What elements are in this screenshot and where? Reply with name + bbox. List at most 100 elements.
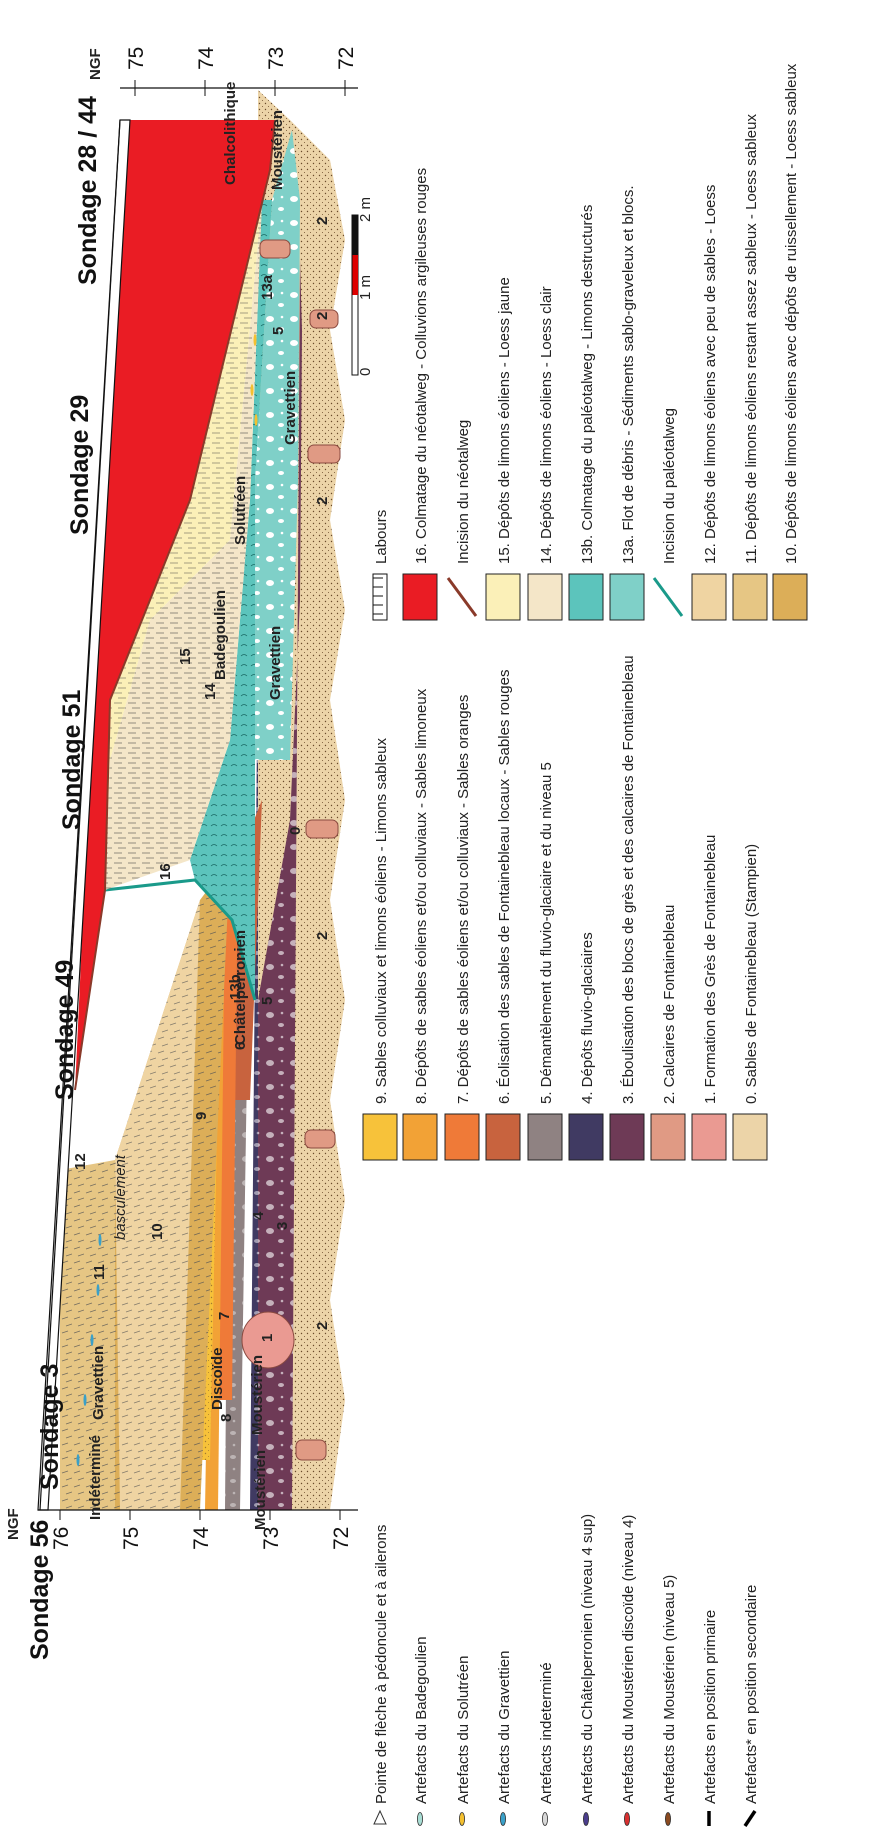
legend-label: Artefacts du Badegoulien [413, 1636, 430, 1804]
legend-swatch [732, 573, 768, 621]
legend-swatch [772, 573, 808, 621]
legend-symbol-entry: Artefacts du Badegoulien [413, 1636, 430, 1826]
legend-label: Incision du néotalweg [455, 420, 472, 564]
legend-swatch [609, 1113, 645, 1161]
unit-number-9: 9 [193, 1112, 210, 1120]
legend-unit-entry: Incision du paléotalweg [652, 408, 684, 617]
unit-number-2c: 2 [314, 497, 331, 505]
legend-swatch [444, 1113, 480, 1161]
legend-swatch [527, 1113, 563, 1161]
unit-7 [218, 860, 238, 1400]
legend-label: Artefacts indeterminé [538, 1662, 555, 1804]
legend-unit-entry: 7. Dépôts de sables éoliens et/ou colluv… [444, 695, 480, 1161]
unit-number-2e: 2 [314, 217, 331, 225]
legend-unit-entry: 5. Démantèlement du fluvio-glaciaire et … [527, 762, 563, 1161]
artefacts-gravettien [76, 1234, 102, 1466]
legend-symbol-entry: Artefacts du Moustérien (niveau 5) [661, 1575, 678, 1826]
sounding-label: Sondage 51 [58, 690, 86, 830]
legend-label: Incision du paléotalweg [661, 408, 678, 564]
legend-swatch [568, 573, 604, 621]
unit-number-2d: 2 [314, 312, 331, 320]
right-tick-label: 72 [335, 47, 358, 70]
legend-swatch [402, 573, 438, 621]
legend-label: 10. Dépôts de limons éoliens avec dépôts… [783, 63, 800, 564]
legend-label: 6. Éolisation des sables de Fontaineblea… [496, 670, 513, 1104]
legend-unit-entry: 9. Sables colluviaux et limons éoliens -… [362, 737, 398, 1161]
legend-unit-entry: 15. Dépôts de limons éoliens - Loess jau… [485, 277, 521, 621]
legend-swatch [402, 1113, 438, 1161]
legend-symbol-entry: Pointe de flèche à pédoncule et à ailero… [373, 1525, 390, 1825]
right-tick-label: 74 [195, 46, 218, 70]
arrowhead-icon [373, 1809, 387, 1825]
right-tick-label: 73 [265, 47, 288, 70]
legend-unit-entry: 4. Dépôts fluvio-glaciaires [568, 932, 604, 1161]
legend-label: 4. Dépôts fluvio-glaciaires [579, 932, 596, 1104]
legend-unit-entry: 8. Dépôts de sables éoliens et/ou colluv… [402, 688, 438, 1161]
legend-swatch [362, 1113, 398, 1161]
legend-symbol-entry: Artefacts du Châtelperronien (niveau 4 s… [579, 1514, 596, 1826]
legend-unit-entry: 14. Dépôts de limons éoliens - Loess cla… [527, 286, 563, 621]
legend-label: 11. Dépôts de limons éoliens restant ass… [743, 114, 760, 564]
legend-label: 8. Dépôts de sables éoliens et/ou colluv… [413, 688, 430, 1104]
sounding-label: Sondage 56 [26, 1520, 54, 1660]
geological-section [37, 90, 345, 1511]
ellipse-icon [665, 1812, 672, 1826]
basculement-label: basculement [112, 1154, 129, 1240]
unit-number-6: 6 [232, 1042, 249, 1050]
unit-number-13a: 13a [259, 274, 276, 300]
unit-number-3: 3 [274, 1222, 291, 1230]
legend-swatch [732, 1113, 768, 1161]
ngf-label-left: NGF [5, 1508, 22, 1540]
unit-number-0: 0 [287, 827, 304, 835]
neotalweg-incision [74, 119, 276, 1091]
slash-icon [743, 1810, 757, 1827]
left-tick-label: 76 [50, 1527, 73, 1550]
ngf-label-right: NGF [87, 48, 104, 80]
legend-label: 12. Dépôts de limons éoliens avec peu de… [702, 185, 719, 564]
unit-number-1: 1 [259, 1334, 276, 1342]
legend-unit-entry: 1. Formation des Grès de Fontainebleau [691, 835, 727, 1161]
paleotalweg-incision [104, 878, 257, 1001]
legend-label: Artefacts du Moustérien discoïde (niveau… [620, 1515, 637, 1804]
unit-number-2b: 2 [314, 932, 331, 940]
legend-label: 13b. Colmatage du paléotalweg - Limons d… [579, 205, 596, 564]
legend-label: 16. Colmatage du néotalweg - Colluvions … [413, 168, 430, 564]
legend-label: 5. Démantèlement du fluvio-glaciaire et … [538, 762, 555, 1104]
legend-unit-entry: 11. Dépôts de limons éoliens restant ass… [732, 114, 768, 621]
legend-unit-entry: 12. Dépôts de limons éoliens avec peu de… [691, 185, 727, 621]
legend-swatch [691, 1113, 727, 1161]
left-tick-label: 75 [120, 1527, 143, 1550]
legend-unit-entry: 3. Éboulisation des blocs de grès et des… [609, 655, 645, 1161]
ellipse-icon [499, 1812, 506, 1826]
sounding-label: Sondage 28 / 44 [74, 96, 102, 285]
legend-swatch [485, 573, 521, 621]
unit-number-14: 14 [202, 683, 219, 700]
culture-label-mousterien: Moustérien [269, 110, 286, 190]
scale-one: 1 m [357, 275, 374, 300]
culture-label-gravettien: Gravettien [282, 371, 299, 445]
culture-label-gravettien: Gravettien [90, 1346, 107, 1420]
ellipse-icon [542, 1812, 549, 1826]
unit-number-13b: 13b [227, 974, 244, 1000]
legend-label: 1. Formation des Grès de Fontainebleau [702, 835, 719, 1104]
sounding-label: Sondage 49 [51, 960, 79, 1100]
legend-symbol-entry: Artefacts du Moustérien discoïde (niveau… [620, 1515, 637, 1826]
unit-number-5b: 5 [270, 327, 287, 335]
legend-unit-entry: Labours [372, 510, 390, 621]
right-tick-label: 75 [125, 47, 148, 70]
legend-label: 2. Calcaires de Fontainebleau [661, 905, 678, 1104]
left-tick-label: 73 [260, 1527, 283, 1550]
sounding-label: Sondage 3 [36, 1364, 64, 1490]
unit-number-12: 12 [72, 1153, 89, 1170]
legend-swatch [446, 577, 478, 617]
legend-label: 13a. Flot de débris - Sédiments sablo-gr… [620, 185, 637, 564]
legend-label: Artefacts du Gravettien [496, 1651, 513, 1804]
section-labels: Sondage 56 Sondage 3 Sondage 49 Sondage 51 S… [26, 82, 331, 1660]
legend-label: Pointe de flèche à pédoncule et à ailero… [373, 1525, 390, 1804]
unit-number-7: 7 [216, 1312, 233, 1320]
legend-swatch [568, 1113, 604, 1161]
scale-two: 2 m [357, 197, 374, 222]
culture-label-discoide: Discoïde [209, 1347, 226, 1410]
